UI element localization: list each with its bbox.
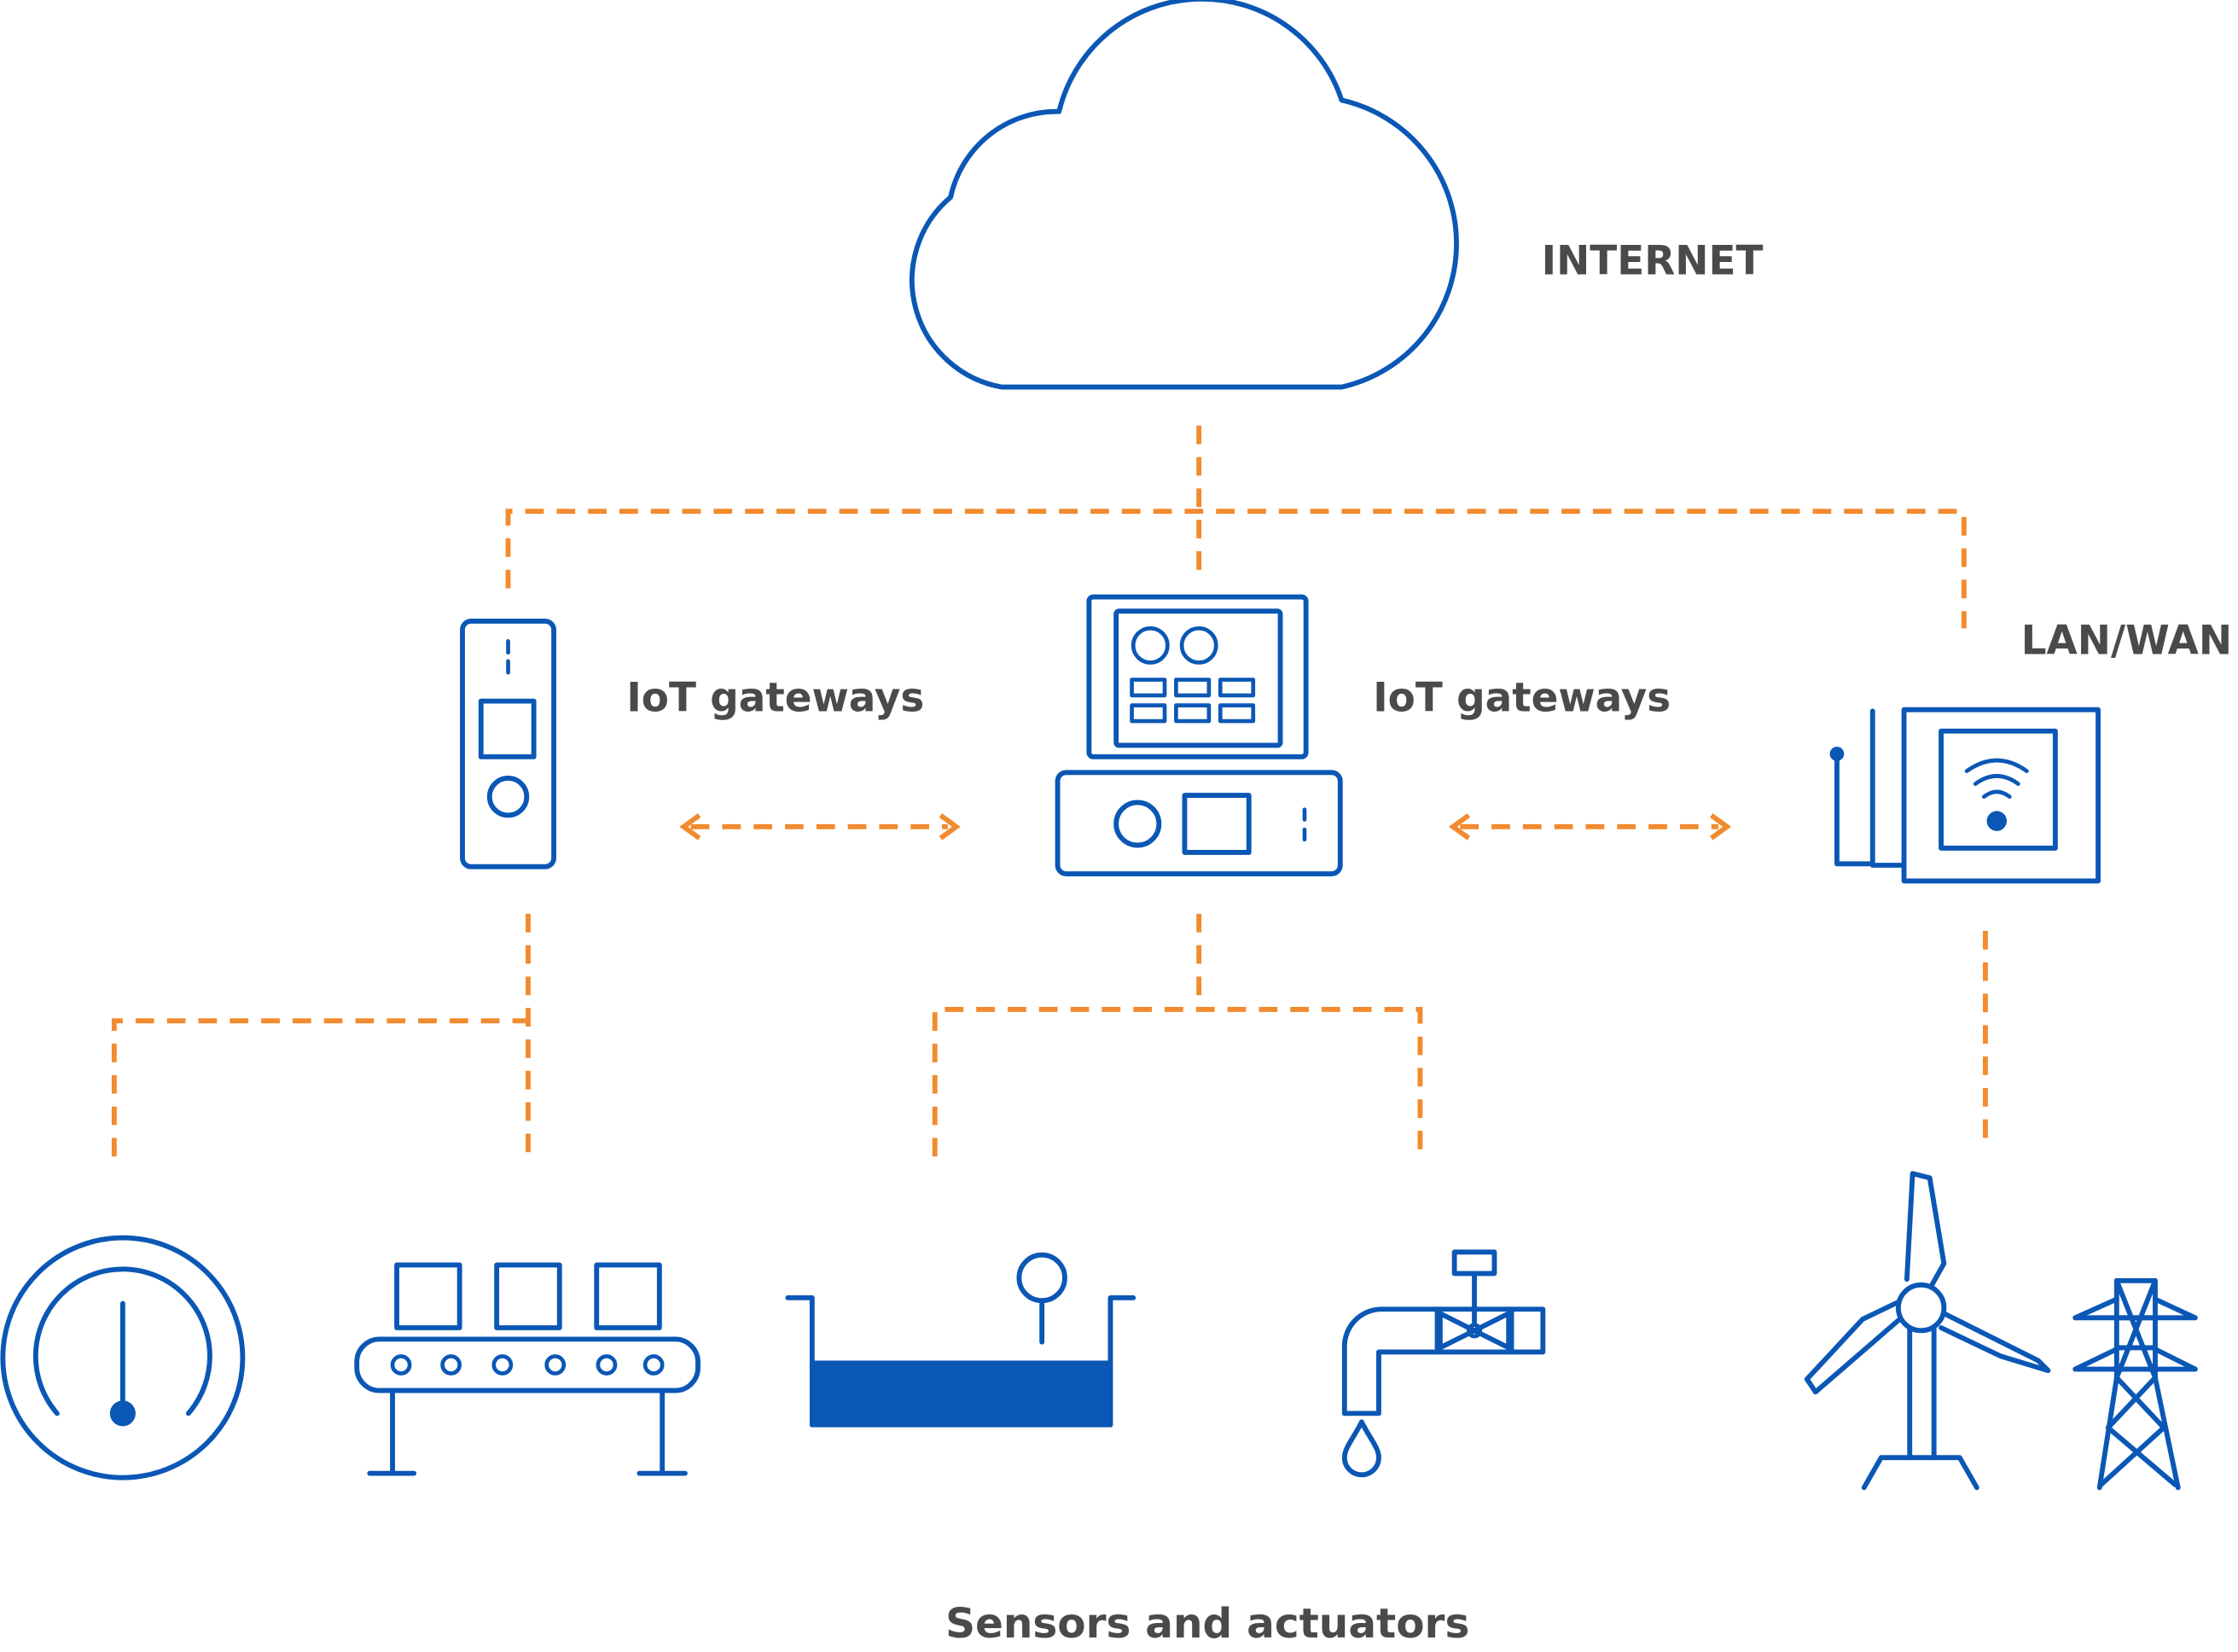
internet-label: INTERNET: [1542, 238, 1764, 284]
conveyor-belt-icon: [354, 1262, 700, 1476]
handheld-gateway-icon: [460, 619, 556, 870]
power-pylon-icon: [2072, 1277, 2198, 1491]
connector-lines: [111, 425, 1988, 1157]
gateway-label-right: IoT gateways: [1373, 675, 1671, 721]
bidirectional-arrow-right: [1448, 813, 1732, 841]
gateway-label-left: IoT gateways: [626, 675, 924, 721]
bidirectional-arrow-left: [679, 813, 961, 841]
sensors-actuators-label: Sensors and actuators: [945, 1600, 1469, 1648]
lan-wan-label: LAN/WAN: [2021, 618, 2232, 664]
cloud-icon: [909, 0, 1459, 390]
industrial-pc-gateway-icon: [1055, 594, 1343, 876]
liquid-tank-icon: [785, 1252, 1136, 1428]
wind-turbine-icon: [1804, 1171, 2051, 1491]
wifi-router-gateway-icon: [1829, 707, 2101, 884]
valve-faucet-icon: [1341, 1249, 1546, 1478]
gauge-icon: [0, 1235, 246, 1480]
